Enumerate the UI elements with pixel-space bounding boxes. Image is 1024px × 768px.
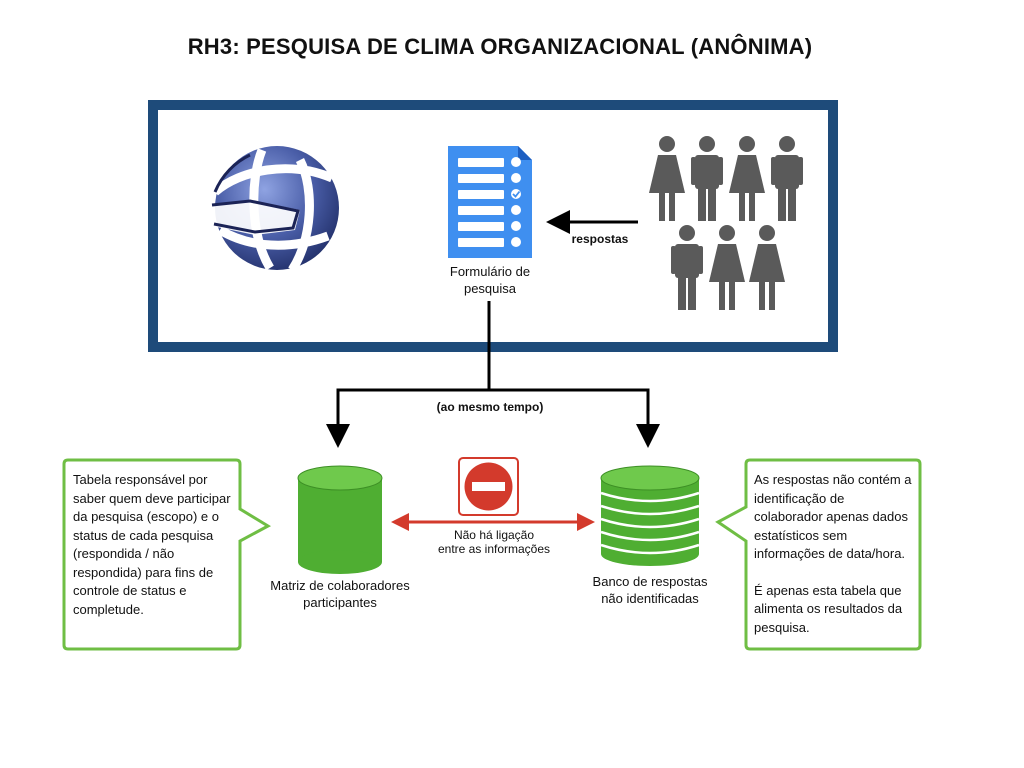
form-label: Formulário de pesquisa bbox=[449, 264, 531, 296]
matrix-label: Matriz de colaboradores participantes bbox=[270, 578, 410, 610]
no-link-label: Não há ligação entre as informações bbox=[437, 528, 551, 556]
right-callout-p2: É apenas esta tabela que alimenta os res… bbox=[754, 582, 903, 635]
responses-label: respostas bbox=[571, 232, 629, 246]
right-callout-p1: As respostas não contém a identificação … bbox=[754, 472, 912, 561]
simultaneous-label: (ao mesmo tempo) bbox=[436, 400, 544, 414]
bank-label: Banco de respostas não identificadas bbox=[592, 574, 708, 606]
no-entry-icon bbox=[458, 457, 519, 516]
right-callout-box bbox=[715, 458, 922, 651]
left-callout-text: Tabela responsável por saber quem deve p… bbox=[73, 472, 231, 617]
form-document-icon bbox=[448, 146, 532, 258]
globe-icon bbox=[210, 146, 339, 273]
split-connector bbox=[326, 301, 660, 448]
database-stack-icon bbox=[600, 465, 700, 566]
left-callout-box bbox=[62, 458, 272, 651]
database-icon bbox=[297, 465, 383, 574]
system-frame bbox=[148, 100, 838, 352]
page-title: RH3: PESQUISA DE CLIMA ORGANIZACIONAL (A… bbox=[187, 34, 813, 59]
right-callout-text: As respostas não contém a identificação … bbox=[754, 471, 916, 637]
people-group-icon bbox=[649, 136, 803, 310]
